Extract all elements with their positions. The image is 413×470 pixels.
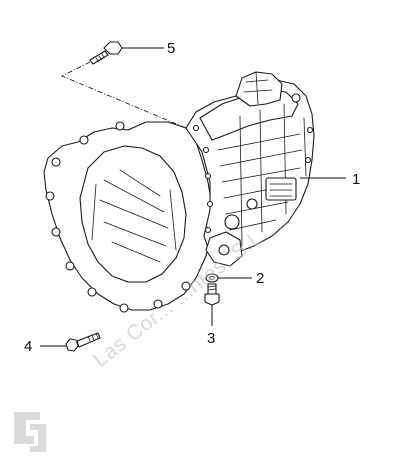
callout-label-5: 5 (167, 40, 175, 57)
callout-label-2: 2 (256, 270, 264, 287)
short-bolt (204, 283, 220, 306)
callout-label-3: 3 (207, 330, 215, 347)
shift-tower (235, 71, 283, 107)
case-details (217, 103, 307, 247)
top-bolt-head (103, 41, 123, 55)
side-cover (265, 177, 297, 201)
case-seam-bolts (192, 124, 314, 234)
long-bolt-shank (76, 332, 101, 348)
sensor-boss-2 (246, 198, 258, 210)
long-bolt-head (65, 338, 79, 352)
housing-ribs (91, 169, 177, 263)
callout-label-4: 4 (24, 338, 32, 355)
top-bolt-alignment-line (60, 61, 187, 129)
sensor-boss (224, 214, 240, 230)
breather (291, 93, 301, 103)
company-logo-icon (14, 412, 46, 452)
gearbox-assembly (43, 71, 315, 313)
top-bolt (60, 41, 187, 129)
top-bolt-shank (89, 50, 109, 65)
callout-label-1: 1 (352, 171, 360, 188)
flange-bosses (45, 121, 191, 313)
long-bolt (65, 332, 101, 352)
short-bolt-head (204, 293, 220, 306)
